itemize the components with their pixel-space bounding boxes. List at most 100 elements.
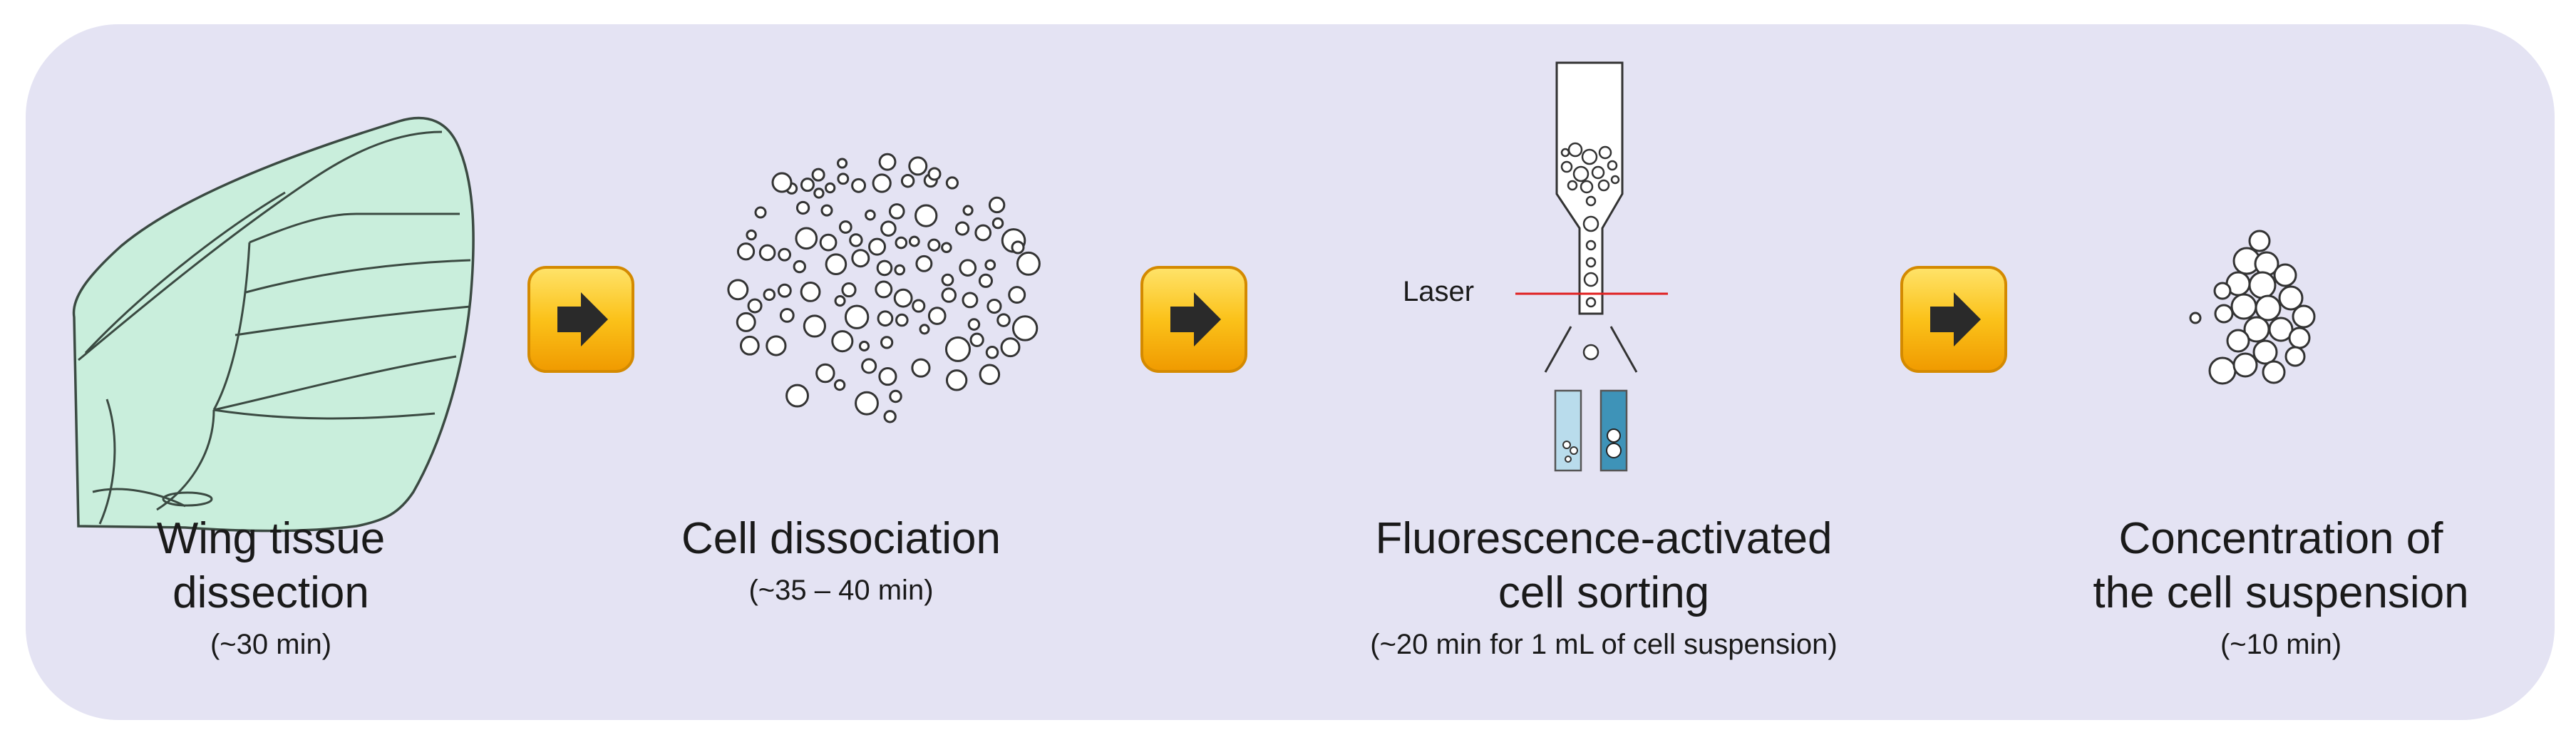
step-title-line2: cell sorting	[1498, 568, 1710, 617]
cell	[831, 330, 854, 353]
cell	[883, 410, 897, 423]
cell	[1567, 180, 1578, 191]
step-wing-dissection: Wing tissue dissection (~30 min)	[86, 512, 456, 663]
cell	[1610, 175, 1620, 185]
cell	[912, 299, 926, 313]
cell	[1572, 165, 1590, 183]
cell	[967, 318, 981, 331]
cell	[978, 273, 994, 288]
cell	[941, 242, 952, 254]
cell	[766, 335, 787, 356]
step-title-line1: Concentration of	[2118, 514, 2443, 563]
step-duration: (~10 min)	[2220, 629, 2342, 660]
cell	[785, 384, 809, 408]
cell	[941, 287, 957, 303]
cell	[894, 264, 906, 276]
cell	[811, 168, 825, 182]
cell	[746, 229, 757, 241]
cell	[955, 221, 970, 236]
cell	[754, 206, 767, 219]
cell	[945, 176, 959, 190]
cell	[836, 158, 848, 169]
cell	[1591, 165, 1605, 180]
cell	[1597, 179, 1610, 192]
step-facs: Fluorescence-activated cell sorting (~20…	[1247, 512, 1960, 663]
flow-cytometer-icon	[1515, 61, 1668, 472]
cell	[962, 205, 974, 216]
cell	[1560, 160, 1573, 173]
cell	[1583, 272, 1599, 287]
cell	[819, 233, 838, 252]
cell	[900, 174, 915, 188]
cell	[833, 379, 846, 391]
cell	[747, 298, 763, 314]
cell	[872, 173, 892, 193]
cell	[800, 281, 821, 302]
cell	[915, 204, 938, 227]
step-title-line1: Fluorescence-activated	[1375, 514, 1833, 563]
cell	[861, 358, 877, 374]
cell	[795, 227, 818, 250]
cell	[944, 336, 972, 362]
cell	[777, 283, 792, 298]
cell	[1008, 286, 1026, 304]
cell	[2232, 352, 2258, 378]
cell	[1560, 148, 1570, 158]
cell	[1585, 195, 1597, 207]
cell	[927, 167, 942, 181]
cell	[941, 273, 954, 287]
cell	[771, 172, 793, 193]
cell	[844, 304, 870, 329]
cell	[986, 298, 1002, 314]
arrow-right-icon	[1900, 266, 2007, 373]
cell	[1582, 215, 1599, 232]
cell	[1598, 145, 1612, 160]
cell	[878, 367, 897, 386]
cell	[888, 203, 905, 220]
cell	[991, 217, 1004, 230]
cell	[911, 358, 931, 378]
cell	[2230, 293, 2257, 320]
cells-icon	[727, 153, 1041, 423]
cell	[984, 259, 996, 271]
cell	[736, 242, 756, 261]
cell	[880, 336, 894, 349]
cell	[2248, 230, 2271, 252]
cell	[1016, 251, 1041, 276]
cell	[2255, 294, 2282, 322]
cell	[880, 220, 897, 237]
cell	[865, 209, 876, 221]
cell	[855, 391, 879, 416]
cell	[2273, 263, 2297, 287]
cell	[876, 259, 893, 277]
cell	[849, 233, 863, 247]
cell	[2248, 271, 2277, 299]
cell	[2214, 304, 2234, 324]
cell	[820, 204, 833, 217]
cell	[779, 307, 795, 323]
cell	[927, 238, 941, 252]
cell	[878, 153, 897, 171]
cell	[2213, 282, 2232, 300]
step-title-line1: Wing tissue	[156, 514, 386, 563]
cell	[2284, 346, 2306, 367]
cell	[1585, 297, 1597, 308]
cell	[2262, 360, 2286, 384]
cell	[969, 332, 984, 347]
cell	[727, 279, 749, 301]
cell	[825, 253, 847, 275]
step-title-line1: Cell dissociation	[681, 514, 1001, 563]
cell	[837, 173, 850, 185]
cell	[875, 280, 893, 299]
cell	[959, 259, 977, 277]
cell	[2278, 285, 2304, 311]
step-duration: (~35 – 40 min)	[748, 575, 934, 606]
cell-cluster-icon	[2189, 230, 2316, 385]
step-duration: (~20 min for 1 mL of cell suspension)	[1370, 629, 1838, 660]
cell	[825, 182, 836, 194]
step-concentration: Concentration of the cell suspension (~1…	[2039, 512, 2523, 663]
cell	[893, 288, 913, 308]
cell	[908, 156, 928, 176]
wing-icon	[72, 116, 475, 533]
